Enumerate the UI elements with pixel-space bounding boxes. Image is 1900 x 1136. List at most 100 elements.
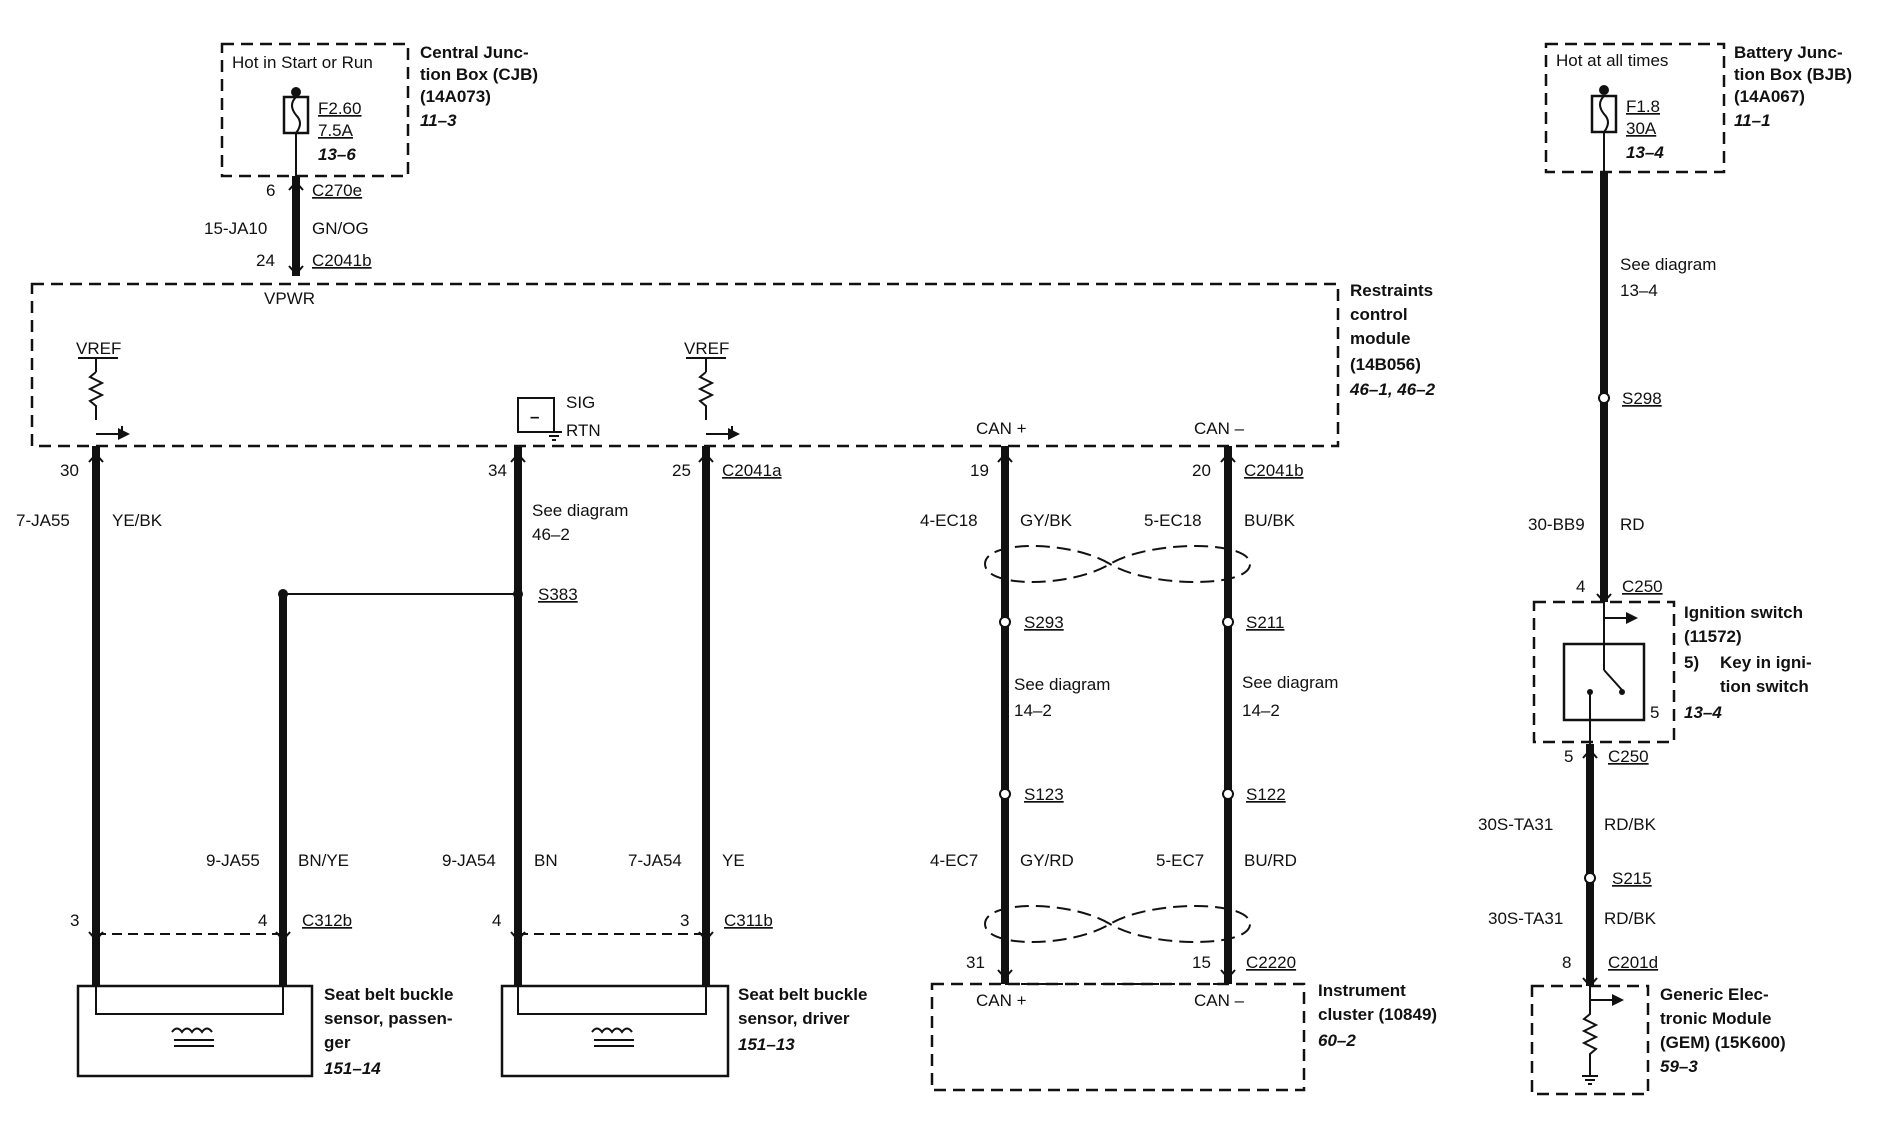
sig-rtn-minus: –: [530, 407, 539, 426]
ignition-title-line-2: (11572): [1684, 627, 1742, 646]
drv-pin-b: 3: [680, 911, 689, 930]
bjb-title-line-2: tion Box (BJB): [1734, 65, 1852, 84]
rcm-title-line-3: module: [1350, 329, 1410, 348]
cluster-page-ref: 60–2: [1318, 1031, 1356, 1050]
gem-ground-icon: [1582, 1075, 1598, 1085]
ignition-power-chain: See diagram 13–4 S298 30-BB9 RD 4 C250: [1528, 172, 1716, 604]
bjb-fuse-ref: 13–4: [1626, 143, 1664, 162]
see-diagram-46: See diagram: [532, 501, 628, 520]
vref-right-resistor-icon: [697, 371, 715, 420]
pass-sensor-core-icon: [174, 1039, 214, 1047]
right-see-ref: 13–4: [1620, 281, 1658, 300]
connector-chevron-icon: [288, 265, 304, 276]
see-diagram-46-ref: 46–2: [532, 525, 570, 544]
vref-left-resistor-icon: [87, 371, 105, 420]
gem-arrow-icon: [1612, 994, 1624, 1006]
drv-title-line-2: sensor, driver: [738, 1009, 850, 1028]
ign-conn-c250-bottom: C250: [1608, 747, 1649, 766]
driver-seat-belt-sensor: 4 3 C311b Seat belt buckle sensor, drive…: [492, 911, 867, 1078]
right-circuit-a: 30S-TA31: [1478, 815, 1553, 834]
pass-page-ref: 151–14: [324, 1059, 381, 1078]
cjb-fuse-terminal: [291, 87, 301, 97]
bjb-title-line-3: (14A067): [1734, 87, 1805, 106]
gem-resistor-icon: [1581, 1000, 1599, 1076]
drv-page-ref: 151–13: [738, 1035, 795, 1054]
cjb-fuse-ref: 13–6: [318, 145, 356, 164]
cluster-can-minus: CAN –: [1194, 991, 1245, 1010]
cluster-title-line-2: cluster (10849): [1318, 1005, 1437, 1024]
cluster-title-line-1: Instrument: [1318, 981, 1406, 1000]
right-see-diagram: See diagram: [1620, 255, 1716, 274]
ignition-contact-dot: [1619, 689, 1625, 695]
vpwr-conn-top: C270e: [312, 181, 362, 200]
ignition-switch: 5 Ignition switch (11572) 5) Key in igni…: [1532, 600, 1812, 748]
seat-belt-wires: 7-JA55 YE/BK See diagram 46–2 S383 9-JA5…: [16, 446, 745, 992]
cjb-title-line-3: (14A073): [420, 87, 491, 106]
ignition-page-ref: 13–4: [1684, 703, 1722, 722]
vpwr-feed-wire: 6 C270e 15-JA10 GN/OG 24 C2041b VPWR: [204, 176, 372, 308]
splice-dot: [1598, 392, 1610, 404]
connector-chevron-icon: [997, 969, 1013, 980]
can-lower-plus-circuit: 4-EC7: [930, 851, 978, 870]
can-pin-15: 15: [1192, 953, 1211, 972]
ignition-dashed-outline: [1532, 600, 1676, 744]
cjb-title-line-1: Central Junc-: [420, 43, 529, 62]
drv-title-line-1: Seat belt buckle: [738, 985, 867, 1004]
connector-chevron-icon: [1220, 969, 1236, 980]
pass-circuit: 9-JA55: [206, 851, 260, 870]
connector-chevron-icon: [510, 452, 526, 463]
connector-chevron-icon: [88, 452, 104, 463]
can-lower-plus-color: GY/RD: [1020, 851, 1074, 870]
splice-dot: [999, 616, 1011, 628]
vpwr-label: VPWR: [264, 289, 315, 308]
cjb-fuse-id: F2.60: [318, 99, 361, 118]
splice-s211: S211: [1246, 613, 1284, 632]
twisted-pair-lower-icon: [983, 905, 1252, 943]
can-see-diagram-right: See diagram: [1242, 673, 1338, 692]
right-color-a: RD/BK: [1604, 815, 1657, 834]
cjb-title-line-2: tion Box (CJB): [420, 65, 538, 84]
drv-conn: C311b: [724, 911, 773, 930]
splice-s215: S215: [1612, 869, 1652, 888]
rcm-dashed-outline: [30, 282, 1340, 448]
vref-right-arrow-icon: [728, 428, 740, 440]
pass-title-line-2: sensor, passen-: [324, 1009, 453, 1028]
splice-s293: S293: [1024, 613, 1064, 632]
w1-color: YE/BK: [112, 511, 163, 530]
ign-conn-c250-top: C250: [1622, 577, 1663, 596]
connector-chevron-icon: [1220, 452, 1236, 463]
vpwr-conn-bottom: C2041b: [312, 251, 372, 270]
pass-color: BN/YE: [298, 851, 349, 870]
pass-sensor-coil-icon: [171, 1027, 213, 1034]
gem-title-line-3: (GEM) (15K600): [1660, 1033, 1786, 1052]
cjb-dashed-outline: [220, 42, 410, 178]
gem-title-line-1: Generic Elec-: [1660, 985, 1769, 1004]
connector-chevron-icon: [288, 180, 304, 191]
pass-conn: C312b: [302, 911, 352, 930]
conn-c2041a: C2041a: [722, 461, 782, 480]
pin-34: 34: [488, 461, 507, 480]
ignition-contact-blade: [1603, 669, 1623, 691]
twisted-pair-upper-icon: [983, 545, 1252, 583]
drv-sensor-contact: [517, 986, 707, 1015]
sig-label: SIG: [566, 393, 595, 412]
pass-title-line-3: ger: [324, 1033, 351, 1052]
battery-junction-box: Hot at all times F1.8 30A 13–4 Battery J…: [1544, 42, 1852, 174]
instrument-cluster: CAN + CAN – Instrument cluster (10849) 6…: [930, 981, 1437, 1092]
splice-dot: [278, 589, 288, 599]
bjb-title-line-1: Battery Junc-: [1734, 43, 1843, 62]
vpwr-pin-bottom: 24: [256, 251, 275, 270]
connector-chevron-icon: [698, 452, 714, 463]
rcm-title-line-2: control: [1350, 305, 1408, 324]
splice-dot: [1222, 788, 1234, 800]
vpwr-circuit: 15-JA10: [204, 219, 267, 238]
can-upper-plus-color: GY/BK: [1020, 511, 1073, 530]
pin-30: 30: [60, 461, 79, 480]
rcm-can-plus: CAN +: [976, 419, 1027, 438]
drv-circuit-b: 7-JA54: [628, 851, 682, 870]
ignition-arrow-icon: [1626, 612, 1638, 624]
splice-dot: [999, 788, 1011, 800]
splice-dot: [513, 589, 523, 599]
pass-pin-b: 4: [258, 911, 267, 930]
